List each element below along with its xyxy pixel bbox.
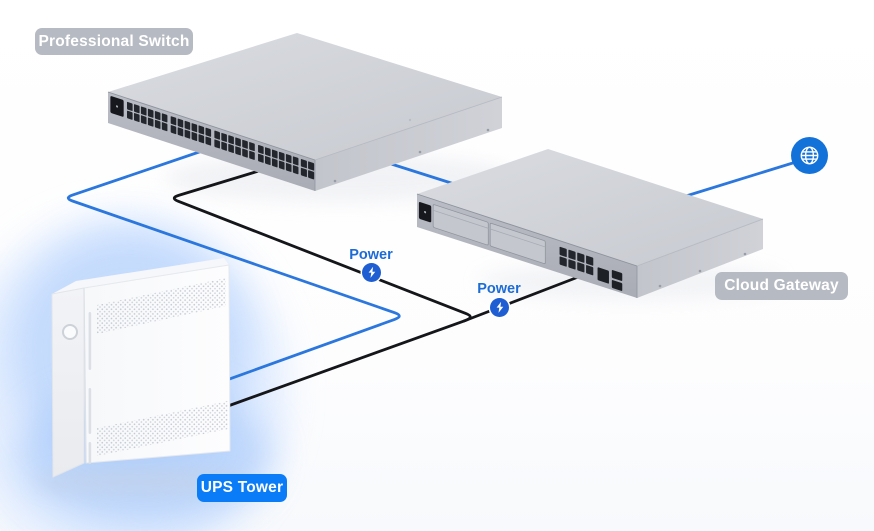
ups-vent-grid-top bbox=[97, 278, 226, 334]
professional-switch-label: Professional Switch bbox=[35, 28, 193, 55]
power-line-ups-to-gateway bbox=[462, 272, 588, 323]
ups-vent-slots bbox=[88, 312, 92, 464]
ups-vent-grid-bottom bbox=[97, 401, 228, 456]
switch-sfp-ports bbox=[300, 159, 315, 180]
internet-globe-icon bbox=[791, 137, 828, 174]
cloud-gateway-device bbox=[416, 149, 764, 298]
power-bolt-icon bbox=[362, 263, 381, 282]
ups-power-button bbox=[62, 324, 78, 340]
connections bbox=[66, 148, 798, 408]
power-label: Power bbox=[349, 247, 393, 263]
gateway-drive-bays bbox=[432, 204, 546, 265]
power-label: Power bbox=[477, 281, 521, 297]
gateway-front-panel bbox=[418, 202, 623, 291]
gateway-port-array bbox=[559, 246, 594, 276]
ups-tower-device bbox=[51, 258, 231, 478]
switch-port-array bbox=[127, 101, 299, 175]
professional-switch-device bbox=[107, 33, 503, 191]
cloud-gateway-label: Cloud Gateway bbox=[715, 272, 848, 300]
gateway-screws bbox=[658, 252, 747, 288]
gateway-wan-sfp-ports bbox=[597, 267, 623, 291]
switch-front-panel bbox=[110, 96, 315, 180]
ups-tower-label: UPS Tower bbox=[197, 474, 287, 502]
power-bolt-icon bbox=[490, 298, 509, 317]
data-line-gateway-to-internet bbox=[684, 160, 798, 198]
data-line-switch-to-ups bbox=[66, 148, 401, 383]
switch-screws bbox=[333, 118, 490, 183]
